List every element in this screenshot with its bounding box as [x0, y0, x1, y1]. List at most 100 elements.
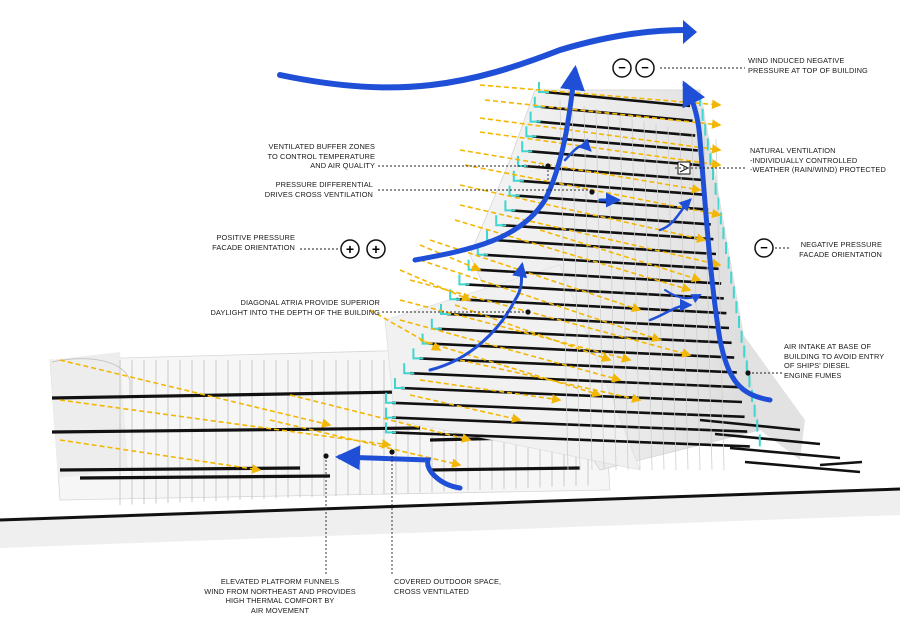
- glass-edge: [385, 407, 396, 419]
- floor-slab: [391, 416, 748, 433]
- floor-slab: [819, 460, 863, 467]
- label-elevated-platform: ELEVATED PLATFORM FUNNELS WIND FROM NORT…: [204, 577, 356, 615]
- floor-slab: [429, 466, 581, 472]
- atrium-arrow: [428, 262, 528, 372]
- label-diagonal-atria: DIAGONAL ATRIA PROVIDE SUPERIOR DAYLIGHT…: [210, 298, 380, 317]
- floor-slab: [410, 371, 740, 389]
- top-wind-arrow: [277, 27, 688, 91]
- glass-edge: [525, 126, 537, 138]
- minus-symbols-top: − −: [612, 58, 655, 78]
- sun-ray: [409, 394, 522, 423]
- floor-slab: [714, 432, 821, 446]
- svg-text:+: +: [372, 241, 380, 257]
- svg-text:−: −: [618, 60, 626, 75]
- floor-slab: [532, 135, 698, 152]
- sun-ray: [459, 149, 702, 194]
- glass-edge: [412, 348, 424, 360]
- sun-ray: [269, 419, 462, 468]
- sun-ray: [479, 131, 722, 169]
- svg-text:+: +: [346, 241, 354, 257]
- label-positive-pressure: POSITIVE PRESSURE FACADE ORIENTATION: [212, 233, 295, 252]
- sun-ray: [419, 259, 662, 343]
- pressure-arrow-1: [563, 138, 592, 162]
- glass-edge: [385, 422, 396, 434]
- sun-ray: [419, 339, 602, 398]
- glass-edge: [529, 111, 541, 123]
- plus-symbols: + +: [340, 239, 386, 259]
- plus-circle-icon: +: [366, 239, 386, 259]
- floor-slab: [59, 466, 301, 472]
- floor-slab: [391, 431, 750, 448]
- floor-slab: [465, 283, 724, 300]
- sun-ray: [369, 309, 442, 351]
- sun-ray: [539, 229, 702, 283]
- label-natural-ventilation: NATURAL VENTILATION -INDIVIDUALLY CONTRO…: [750, 146, 886, 175]
- ground: [0, 487, 900, 548]
- pressure-arrow-3: [658, 198, 692, 232]
- sun-ray: [479, 84, 722, 110]
- glass-edge: [521, 141, 533, 153]
- sun-ray: [399, 319, 622, 383]
- label-air-intake: AIR INTAKE AT BASE OF BUILDING TO AVOID …: [784, 342, 885, 380]
- minus-circle-icon: −: [754, 238, 774, 258]
- minus-circle-icon: −: [612, 58, 632, 78]
- floor-slab: [729, 446, 841, 460]
- sun-ray: [409, 279, 692, 358]
- glass-edge: [394, 378, 405, 389]
- glass-edge: [495, 215, 507, 227]
- leader-lines: [300, 67, 790, 575]
- column: [643, 120, 653, 471]
- wind-arrows: [277, 20, 773, 491]
- platform-wind-arrow: [335, 445, 463, 491]
- pressure-arrow-5: [664, 289, 702, 304]
- tower-building: [384, 82, 863, 474]
- leader-dot: [545, 163, 551, 169]
- pressure-arrow-4: [648, 298, 693, 322]
- right-updraft-arrow: [682, 80, 773, 403]
- column: [595, 108, 605, 471]
- tower-slabs: [391, 90, 863, 474]
- floor-slab: [391, 401, 745, 419]
- sun-ray: [484, 99, 722, 129]
- glass-edge: [403, 363, 415, 375]
- label-covered-outdoor: COVERED OUTDOOR SPACE, CROSS VENTILATED: [394, 577, 502, 596]
- sun-ray: [459, 359, 642, 403]
- column: [619, 114, 629, 471]
- floor-slab: [536, 120, 696, 137]
- svg-text:−: −: [641, 60, 649, 75]
- floor-slab: [523, 164, 704, 182]
- leader-dot: [389, 449, 395, 455]
- sun-ray: [454, 304, 612, 362]
- glass-edge: [385, 392, 396, 404]
- floor-slab: [492, 238, 717, 256]
- plus-circle-icon: +: [340, 239, 360, 259]
- svg-text:−: −: [760, 240, 768, 255]
- minus-circle-icon: −: [635, 58, 655, 78]
- column: [571, 102, 581, 471]
- leader-dot: [525, 309, 531, 315]
- sun-ray: [454, 219, 692, 293]
- floor-slab: [51, 426, 421, 434]
- label-pressure-differential: PRESSURE DIFFERENTIAL DRIVES CROSS VENTI…: [264, 180, 373, 199]
- glass-edge: [458, 274, 470, 286]
- label-negative-pressure: NEGATIVE PRESSURE FACADE ORIENTATION: [799, 240, 882, 259]
- label-wind-negative-top: WIND INDUCED NEGATIVE PRESSURE AT TOP OF…: [748, 56, 868, 75]
- sun-ray: [289, 394, 472, 443]
- column: [715, 138, 725, 471]
- glass-edge: [440, 304, 451, 315]
- leader-dot: [589, 189, 595, 195]
- leader-dot: [745, 370, 751, 376]
- glass-edge: [449, 289, 461, 301]
- floor-slab: [437, 327, 732, 345]
- glass-edge: [504, 200, 516, 212]
- column: [631, 117, 641, 471]
- floor-slab: [699, 418, 801, 432]
- sun-ray: [459, 184, 707, 243]
- floor-slab: [483, 253, 719, 271]
- floor-slab: [446, 312, 730, 330]
- top-wind-arrow-head: [683, 20, 697, 44]
- sun-ray: [479, 117, 722, 154]
- glass-edge: [538, 82, 549, 93]
